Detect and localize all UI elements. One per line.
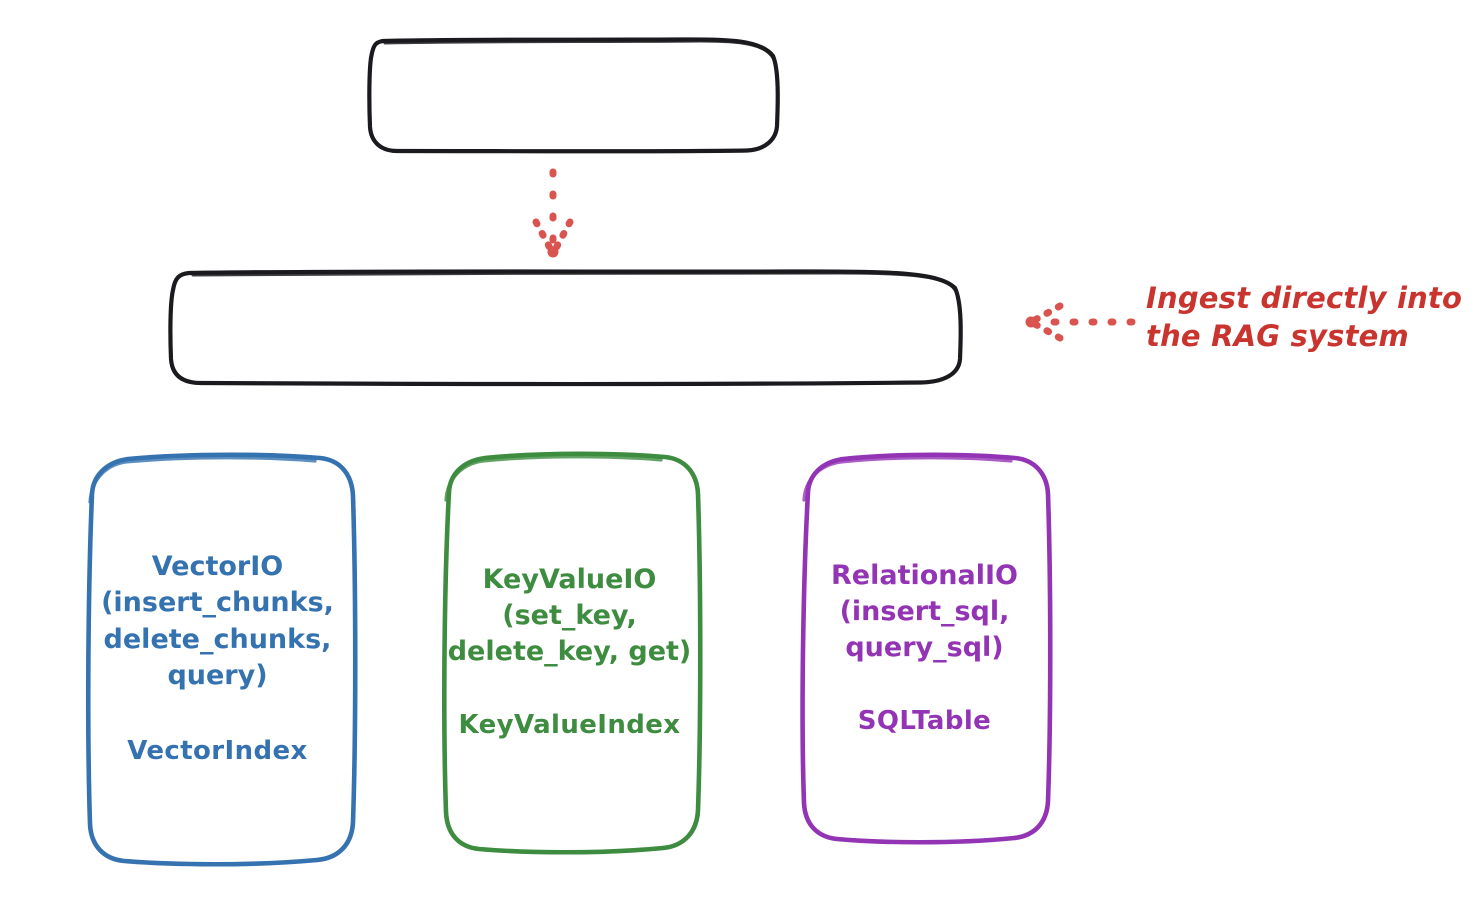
relational-io-api-label: RelationalIO (insert_sql, query_sql) — [831, 559, 1018, 664]
node-relational-io[interactable]: RelationalIO (insert_sql, query_sql) SQL… — [789, 452, 1060, 845]
connector-ingest-to-rag-tool — [1025, 302, 1136, 342]
ingest-annotation: Ingest directly into the RAG system — [1146, 281, 1463, 354]
connector-agent-to-rag-tool — [532, 168, 574, 258]
node-agent[interactable]: AGENT — [357, 37, 798, 154]
relational-io-index-label: SQLTable — [857, 706, 992, 737]
rag-tool-label: RAG Tool — [490, 309, 645, 345]
node-rag-tool[interactable]: RAG Tool — [157, 269, 978, 387]
vector-io-index-label: VectorIndex — [127, 735, 308, 766]
node-key-value-io[interactable]: KeyValueIO (set_key, delete_key, get) Ke… — [429, 450, 710, 855]
key-value-io-api-label: KeyValueIO (set_key, delete_key, get) — [447, 563, 692, 668]
vector-io-api-label: VectorIO (insert_chunks, delete_chunks, … — [101, 551, 334, 691]
key-value-io-index-label: KeyValueIndex — [458, 710, 681, 741]
agent-label: AGENT — [513, 77, 642, 113]
node-vector-io[interactable]: VectorIO (insert_chunks, delete_chunks, … — [70, 450, 365, 868]
